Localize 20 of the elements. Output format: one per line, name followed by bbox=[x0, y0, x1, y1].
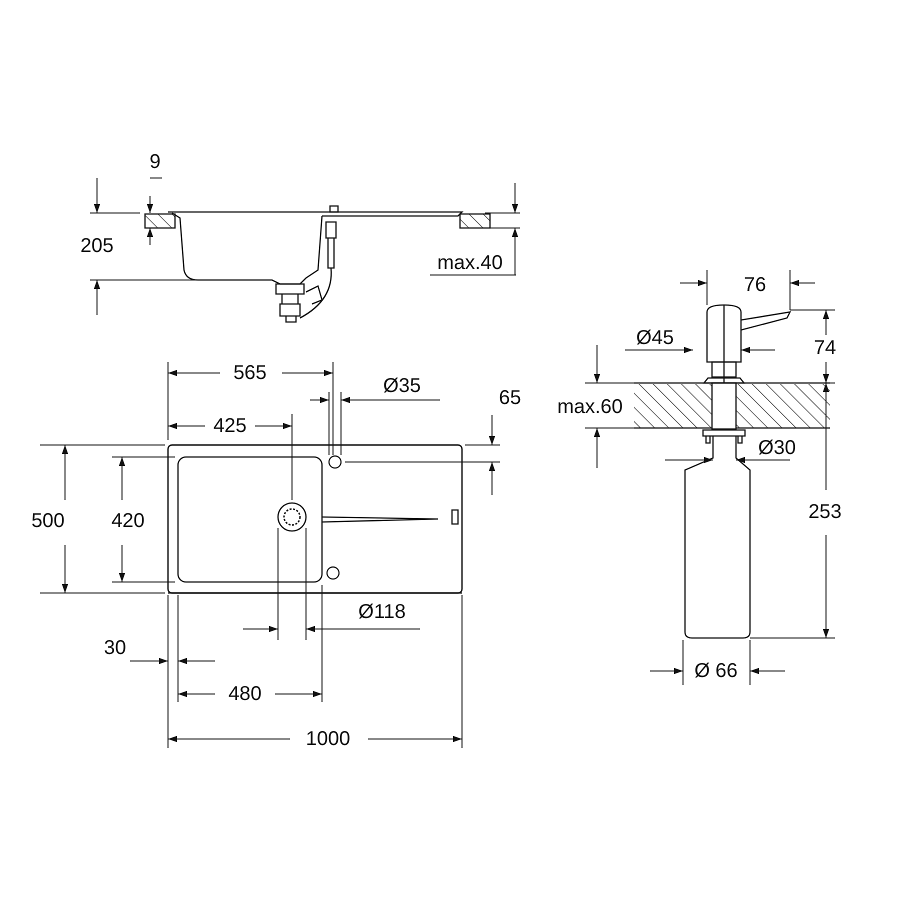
dimension-label: Ø30 bbox=[758, 438, 796, 458]
dimension-label: 480 bbox=[228, 684, 262, 704]
dimension-label: max.40 bbox=[437, 253, 503, 273]
dimension-label: 30 bbox=[104, 638, 126, 658]
dimension-label: 500 bbox=[31, 511, 65, 531]
dimension-label: 9 bbox=[149, 152, 161, 172]
dimension-label: 76 bbox=[744, 275, 766, 295]
dimension-label: Ø118 bbox=[358, 602, 406, 622]
dimension-label: Ø45 bbox=[636, 328, 674, 348]
dimension-label: Ø 66 bbox=[694, 661, 738, 681]
dimension-label: 420 bbox=[111, 511, 145, 531]
dimension-label: 565 bbox=[233, 363, 267, 383]
dimension-label: 1000 bbox=[306, 729, 350, 749]
dimension-label: 65 bbox=[498, 388, 522, 408]
dimension-label: 253 bbox=[808, 502, 842, 522]
dimension-label: max.60 bbox=[557, 397, 623, 417]
dimension-label: Ø35 bbox=[383, 376, 421, 396]
dimension-label: 425 bbox=[213, 416, 247, 436]
dimension-label: 74 bbox=[814, 338, 836, 358]
dimension-label: 205 bbox=[80, 236, 114, 256]
